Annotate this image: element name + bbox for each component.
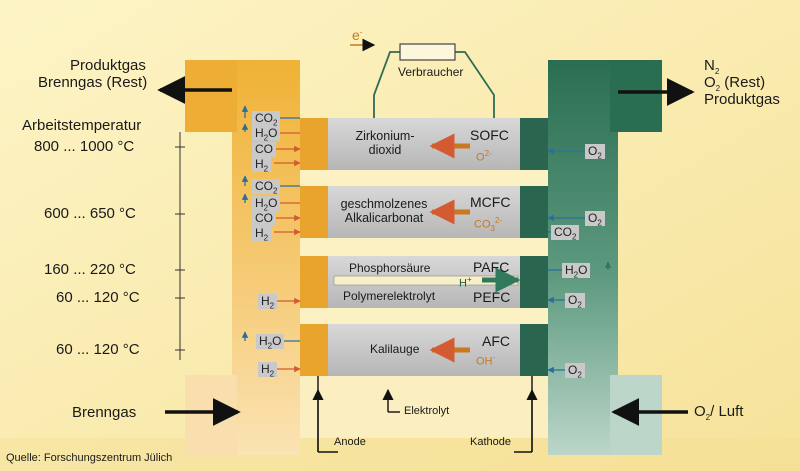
tag-mcfc-o2: O2 <box>585 211 605 227</box>
mcfc-ion: CO32- <box>474 216 503 233</box>
ion-arrows <box>429 133 521 363</box>
afc-name: AFC <box>482 333 510 349</box>
left-outlet-line1: Produktgas <box>70 57 146 74</box>
tag-afc-h2o: H2O <box>256 334 285 350</box>
tag-mcfc-co2-cathode: CO2 <box>551 225 580 241</box>
tag-sofc-co2: CO2 <box>252 111 281 127</box>
electrolyte-mcfc <box>328 186 520 238</box>
tag-afc-h2: H2 <box>258 362 278 378</box>
tag-sofc-co: CO <box>252 142 276 157</box>
pefc-name: PEFC <box>473 289 511 305</box>
electrolyte-sofc <box>328 118 520 170</box>
right-inlet-label: O2/ Luft <box>694 403 744 422</box>
tag-mcfc-co2: CO2 <box>252 179 281 195</box>
sofc-ion: O2- <box>476 149 492 164</box>
temperature-heading: Arbeitstemperatur <box>22 117 142 134</box>
left-outlet-line2: Brenngas (Rest) <box>38 74 148 91</box>
tag-pefc-o2: O2 <box>565 293 585 309</box>
load-resistor <box>399 43 456 61</box>
temperature-sofc: 800 ... 1000 °C <box>34 138 135 155</box>
tag-mcfc-h2: H2 <box>252 226 272 242</box>
tag-afc-o2: O2 <box>565 363 585 379</box>
tag-pafc-h2o-cathode: H2O <box>562 263 591 279</box>
tag-pefc-h2: H2 <box>258 294 278 310</box>
right-outlet-produktgas: Produktgas <box>704 91 780 108</box>
elektrolyt-label: Elektrolyt <box>404 405 450 417</box>
tag-sofc-o2: O2 <box>585 144 605 160</box>
bottom-collector <box>300 376 548 438</box>
temperature-mcfc: 600 ... 650 °C <box>44 205 136 222</box>
circuit-wire <box>373 51 400 118</box>
tag-mcfc-h2o: H2O <box>252 196 281 212</box>
sofc-name: SOFC <box>470 127 509 143</box>
left-inlet-label: Brenngas <box>72 404 137 421</box>
anode-label: Anode <box>334 436 366 448</box>
electron-label: e- <box>352 27 363 43</box>
temperature-pafc: 160 ... 220 °C <box>44 261 136 278</box>
sofc-electrolyte-label: Zirkonium-dioxid <box>355 129 415 157</box>
mcfc-name: MCFC <box>470 194 511 210</box>
right-outlet-o2: O2 (Rest) <box>704 74 766 93</box>
temperature-pefc: 60 ... 120 °C <box>56 289 140 306</box>
electrolyte-afc <box>328 324 520 376</box>
load-label: Verbraucher <box>398 65 464 79</box>
tag-mcfc-co: CO <box>252 211 276 226</box>
pafc-electrolyte-label: Phosphorsäure <box>349 261 431 275</box>
source-label: Quelle: Forschungszentrum Jülich <box>6 452 173 464</box>
pafc-name: PAFC <box>473 259 510 275</box>
afc-electrolyte-label: Kalilauge <box>370 342 420 356</box>
tag-sofc-h2: H2 <box>252 157 272 173</box>
tag-sofc-h2o: H2O <box>252 126 281 142</box>
temperature-afc: 60 ... 120 °C <box>56 341 140 358</box>
kathode-label: Kathode <box>470 436 511 448</box>
cathode-gas-shaft <box>548 60 618 455</box>
afc-ion: OH- <box>476 353 496 368</box>
pefc-electrolyte-label: Polymerelektrolyt <box>343 289 436 303</box>
right-outlet-n2: N2 <box>704 57 720 76</box>
pafc-ion: H+ <box>459 275 472 290</box>
